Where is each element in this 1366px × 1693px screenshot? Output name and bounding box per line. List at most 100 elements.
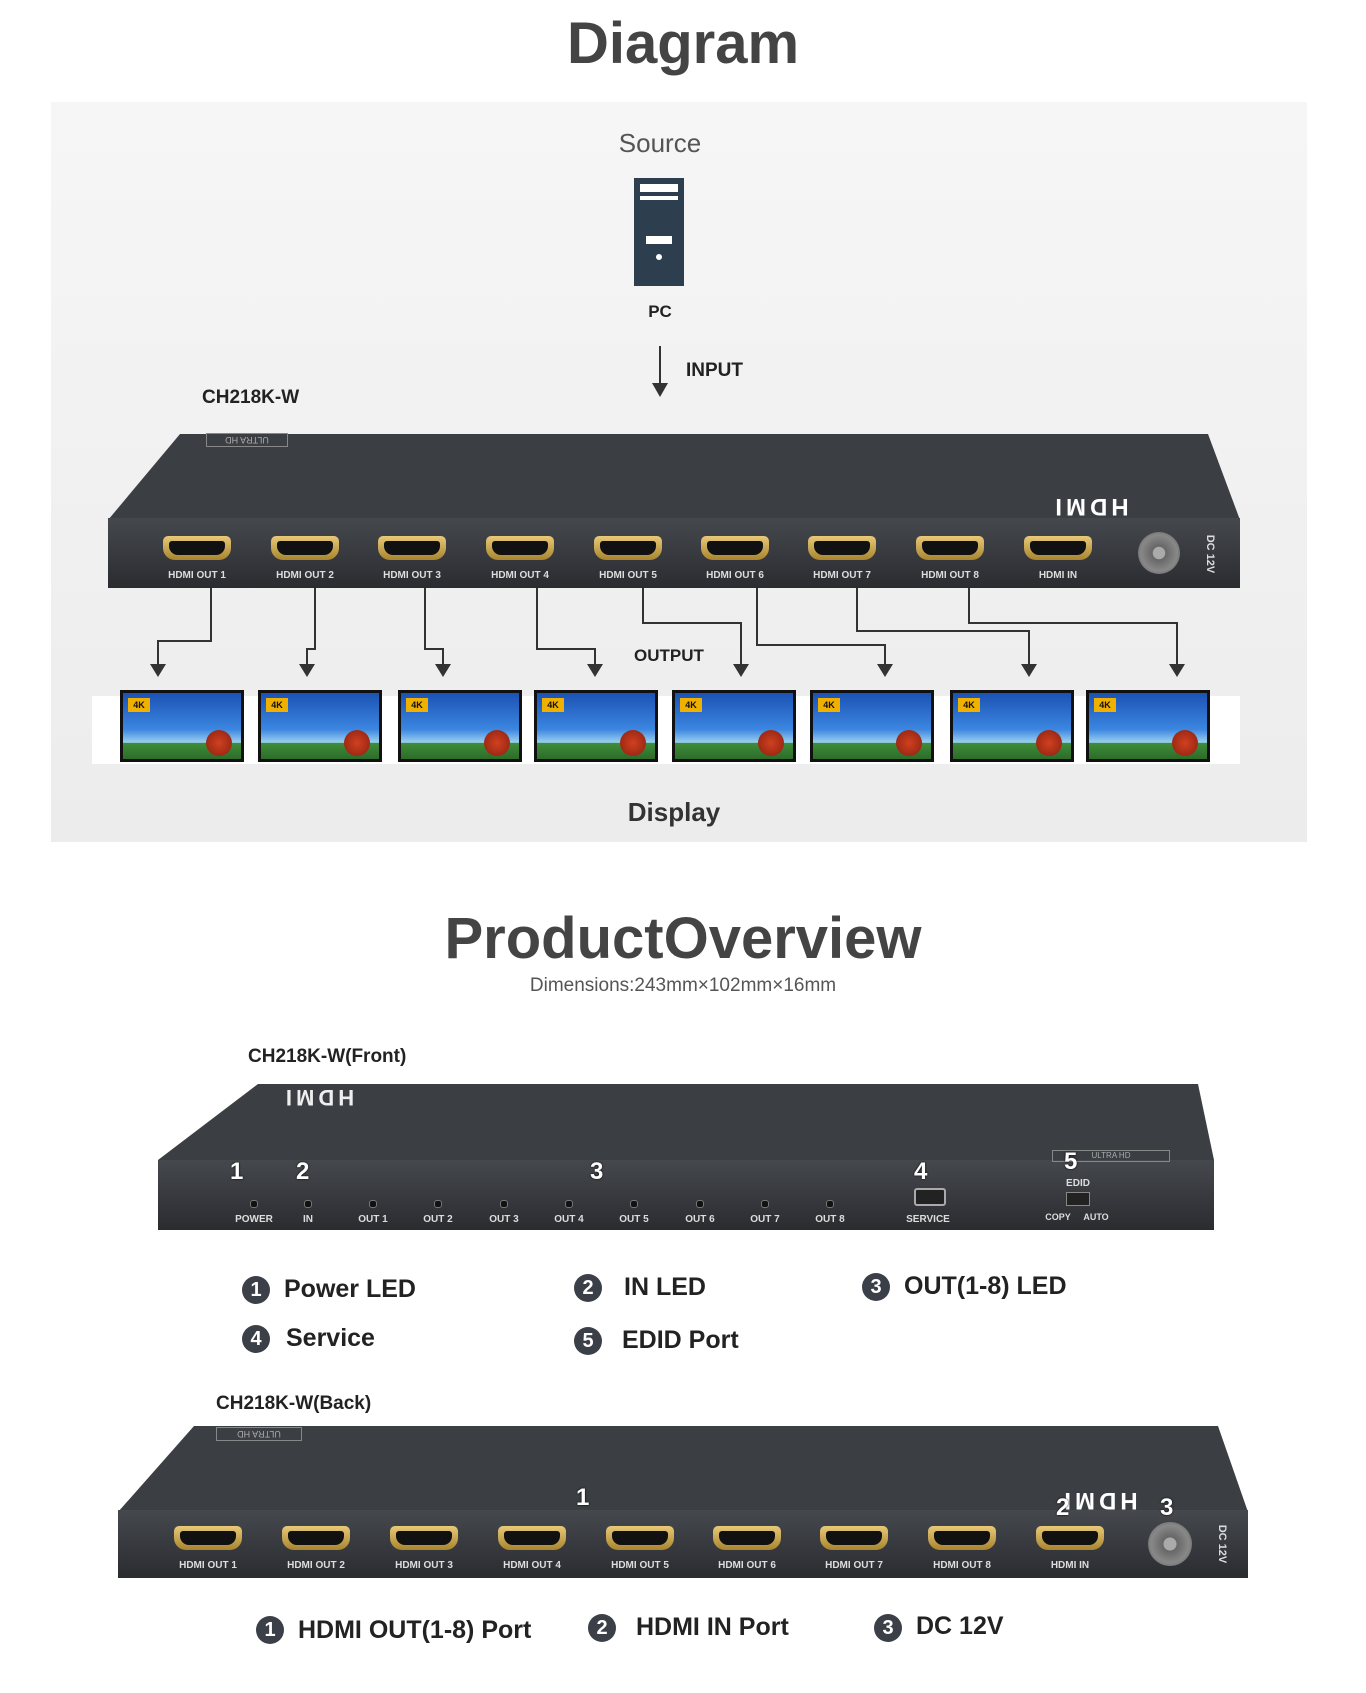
back-ultra-hd-badge: ULTRA HD <box>216 1427 302 1441</box>
display-4: 4K <box>534 690 658 762</box>
led-label: OUT 2 <box>423 1214 453 1225</box>
port-label: HDMI OUT 8 <box>933 1560 991 1571</box>
back-hdmi-out-2-port[interactable] <box>282 1526 350 1550</box>
display-8: 4K <box>1086 690 1210 762</box>
front-callout-5: 5 <box>1064 1148 1078 1175</box>
front-label: CH218K-W(Front) <box>248 1046 407 1067</box>
back-label: CH218K-W(Back) <box>216 1393 372 1414</box>
pc-label: PC <box>648 302 672 321</box>
out-7-led <box>761 1200 769 1208</box>
input-arrow <box>659 346 661 384</box>
back-device-top <box>118 1426 1248 1512</box>
legend-hdmi-out-port: HDMI OUT(1-8) Port <box>298 1616 532 1644</box>
pc-icon <box>634 178 684 286</box>
led-label: OUT 8 <box>815 1214 845 1225</box>
dimensions-text: Dimensions:243mm×102mm×16mm <box>529 975 837 996</box>
back-callout-1: 1 <box>576 1484 590 1511</box>
legend-num: 4 <box>242 1325 270 1353</box>
ultra-hd-badge: ULTRA HD <box>206 433 288 447</box>
service-port[interactable] <box>914 1188 946 1206</box>
port-label: HDMI OUT 4 <box>503 1560 561 1571</box>
legend-in-led: IN LED <box>624 1273 706 1301</box>
led-label: OUT 5 <box>619 1214 649 1225</box>
front-callout-4: 4 <box>914 1158 928 1185</box>
led-label: OUT 7 <box>750 1214 780 1225</box>
display-7: 4K <box>950 690 1074 762</box>
dc-power-jack[interactable] <box>1138 532 1180 574</box>
led-label: OUT 6 <box>685 1214 715 1225</box>
hdmi-logo: HDMI <box>1051 493 1129 520</box>
output-label: OUTPUT <box>634 646 704 665</box>
out-1-led <box>369 1200 377 1208</box>
out-6-led <box>696 1200 704 1208</box>
in-led <box>304 1200 312 1208</box>
input-label: INPUT <box>686 360 743 381</box>
port-label: HDMI OUT 8 <box>921 570 979 581</box>
copy-label: COPY <box>1045 1212 1071 1222</box>
port-label: HDMI OUT 5 <box>611 1560 669 1571</box>
led-label: IN <box>303 1214 313 1225</box>
overview-title: ProductOverview <box>444 906 922 971</box>
display-6: 4K <box>810 690 934 762</box>
front-callout-3: 3 <box>590 1158 604 1185</box>
legend-num: 5 <box>574 1327 602 1355</box>
port-label: HDMI OUT 5 <box>599 570 657 581</box>
port-label: HDMI IN <box>1050 1560 1090 1571</box>
back-dc-power-jack[interactable] <box>1148 1522 1192 1566</box>
service-label: SERVICE <box>906 1214 950 1225</box>
legend-num: 1 <box>242 1276 270 1304</box>
back-hdmi-out-6-port[interactable] <box>713 1526 781 1550</box>
front-hdmi-logo: HDMI <box>281 1085 355 1110</box>
front-callout-1: 1 <box>230 1158 244 1185</box>
back-hdmi-out-1-port[interactable] <box>174 1526 242 1550</box>
display-1: 4K <box>120 690 244 762</box>
port-label: HDMI OUT 4 <box>491 570 549 581</box>
led-label: OUT 1 <box>358 1214 388 1225</box>
display-label: Display <box>627 797 721 827</box>
hdmi-out-8-port[interactable] <box>916 536 984 560</box>
legend-out-led: OUT(1-8) LED <box>904 1272 1067 1300</box>
front-face: POWER IN OUT 1 OUT 2 OUT 3 OUT 4 OUT 5 O… <box>158 1160 1214 1230</box>
led-label: POWER <box>235 1214 273 1225</box>
hdmi-in-port[interactable] <box>1024 536 1092 560</box>
legend-service: Service <box>286 1324 375 1352</box>
display-5: 4K <box>672 690 796 762</box>
back-hdmi-out-8-port[interactable] <box>928 1526 996 1550</box>
display-3: 4K <box>398 690 522 762</box>
auto-label: AUTO <box>1083 1212 1109 1222</box>
back-hdmi-in-port[interactable] <box>1036 1526 1104 1550</box>
back-hdmi-out-5-port[interactable] <box>606 1526 674 1550</box>
hdmi-out-4-port[interactable] <box>486 536 554 560</box>
port-label: HDMI OUT 1 <box>179 1560 237 1571</box>
port-label: HDMI OUT 2 <box>276 570 334 581</box>
hdmi-out-6-port[interactable] <box>701 536 769 560</box>
out-5-led <box>630 1200 638 1208</box>
back-callout-2: 2 <box>1056 1494 1070 1521</box>
hdmi-out-1-port[interactable] <box>163 536 231 560</box>
port-label: HDMI OUT 3 <box>383 570 441 581</box>
back-hdmi-out-4-port[interactable] <box>498 1526 566 1550</box>
led-label: OUT 3 <box>489 1214 519 1225</box>
legend-edid-port: EDID Port <box>622 1326 739 1354</box>
hdmi-out-5-port[interactable] <box>594 536 662 560</box>
legend-dc-12v: DC 12V <box>916 1612 1004 1640</box>
hdmi-out-2-port[interactable] <box>271 536 339 560</box>
port-label: HDMI OUT 1 <box>168 570 226 581</box>
legend-num: 2 <box>574 1274 602 1302</box>
back-callout-3: 3 <box>1160 1494 1174 1521</box>
port-label: HDMI OUT 7 <box>825 1560 883 1571</box>
back-hdmi-out-3-port[interactable] <box>390 1526 458 1550</box>
back-hdmi-out-7-port[interactable] <box>820 1526 888 1550</box>
edid-switch[interactable] <box>1066 1192 1090 1206</box>
device-face: HDMI OUT 1 HDMI OUT 2 HDMI OUT 3 HDMI OU… <box>108 518 1240 588</box>
input-arrowhead <box>652 383 668 397</box>
back-dc-label: DC 12V <box>1216 1524 1228 1564</box>
front-callout-2: 2 <box>296 1158 310 1185</box>
hdmi-out-3-port[interactable] <box>378 536 446 560</box>
port-label: HDMI OUT 3 <box>395 1560 453 1571</box>
device-top <box>108 434 1240 520</box>
out-8-led <box>826 1200 834 1208</box>
port-label: HDMI OUT 6 <box>706 570 764 581</box>
legend-num: 3 <box>874 1614 902 1642</box>
hdmi-out-7-port[interactable] <box>808 536 876 560</box>
